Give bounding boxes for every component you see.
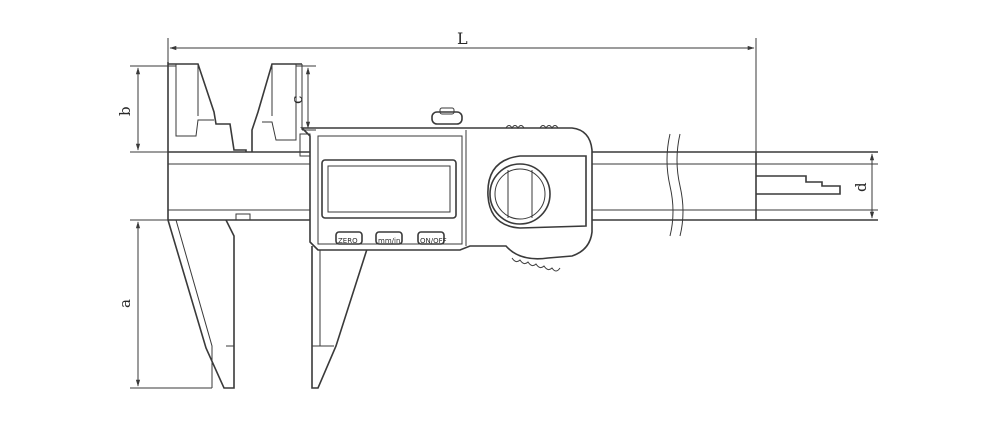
power-button-label: ON/OFF xyxy=(420,237,447,245)
slider-upper-jaw xyxy=(251,63,303,152)
dimension-c: c xyxy=(288,65,316,131)
slider-lower-jaw xyxy=(311,245,369,389)
slider-body xyxy=(299,107,593,272)
lcd-display xyxy=(321,159,457,219)
dimension-c-label: c xyxy=(288,96,306,104)
dimension-d: d xyxy=(852,153,875,219)
dimension-a-label: a xyxy=(116,299,134,308)
dimension-d-label: d xyxy=(852,182,870,192)
fixed-lower-jaw xyxy=(167,213,251,389)
dimension-b-label: b xyxy=(116,106,134,116)
dimension-a: a xyxy=(116,219,212,389)
unit-button[interactable]: mm/in xyxy=(375,231,403,245)
power-button[interactable]: ON/OFF xyxy=(417,231,447,245)
dimension-l-label: L xyxy=(457,29,468,48)
unit-button-label: mm/in xyxy=(378,237,400,245)
zero-button[interactable]: ZERO xyxy=(335,231,363,245)
fixed-upper-jaw xyxy=(168,63,247,152)
battery-cover xyxy=(487,155,587,229)
depth-rod xyxy=(756,175,841,195)
zero-button-label: ZERO xyxy=(338,237,358,245)
dimension-b: b xyxy=(116,65,176,153)
break-symbol xyxy=(666,133,684,237)
dimension-l: L xyxy=(167,29,757,152)
